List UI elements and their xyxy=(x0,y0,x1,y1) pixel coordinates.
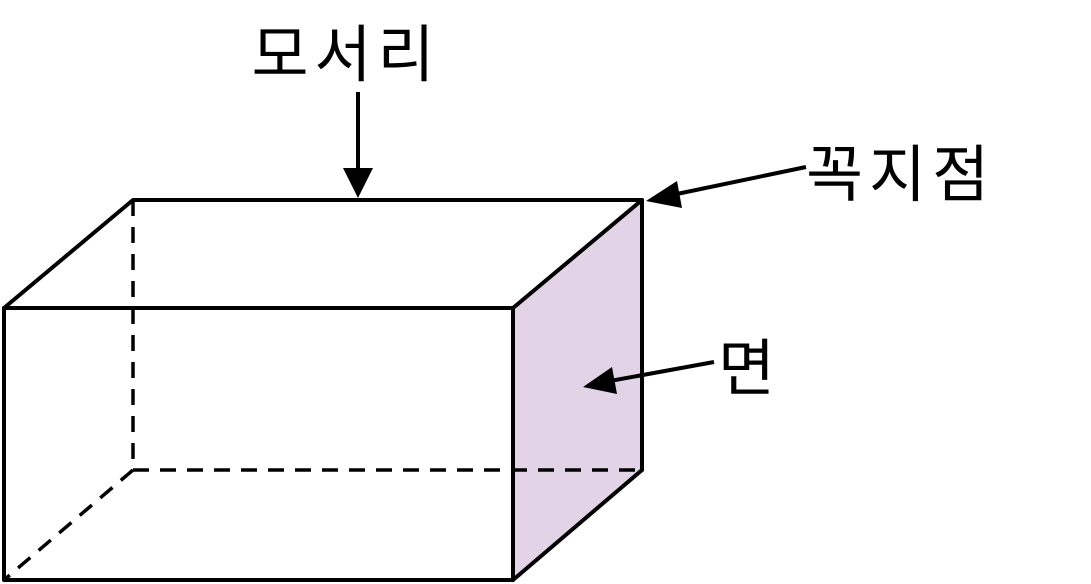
face-arrow-head xyxy=(583,367,617,394)
shaded-side-face xyxy=(513,200,642,580)
vertex-label: 꼭지점 xyxy=(806,138,995,211)
vertex-arrow-line xyxy=(671,165,807,197)
face-arrow-line xyxy=(609,360,715,383)
edge-label: 모서리 xyxy=(251,18,440,91)
hidden-edge-bottom-left-depth xyxy=(2,468,135,582)
bottom-right-depth-edge xyxy=(511,468,644,582)
face-label: 면 xyxy=(718,332,781,405)
top-face-outline xyxy=(2,198,644,310)
vertex-arrow-head xyxy=(646,181,682,208)
front-face-outline xyxy=(2,306,515,582)
edge-arrow-head xyxy=(343,168,373,198)
